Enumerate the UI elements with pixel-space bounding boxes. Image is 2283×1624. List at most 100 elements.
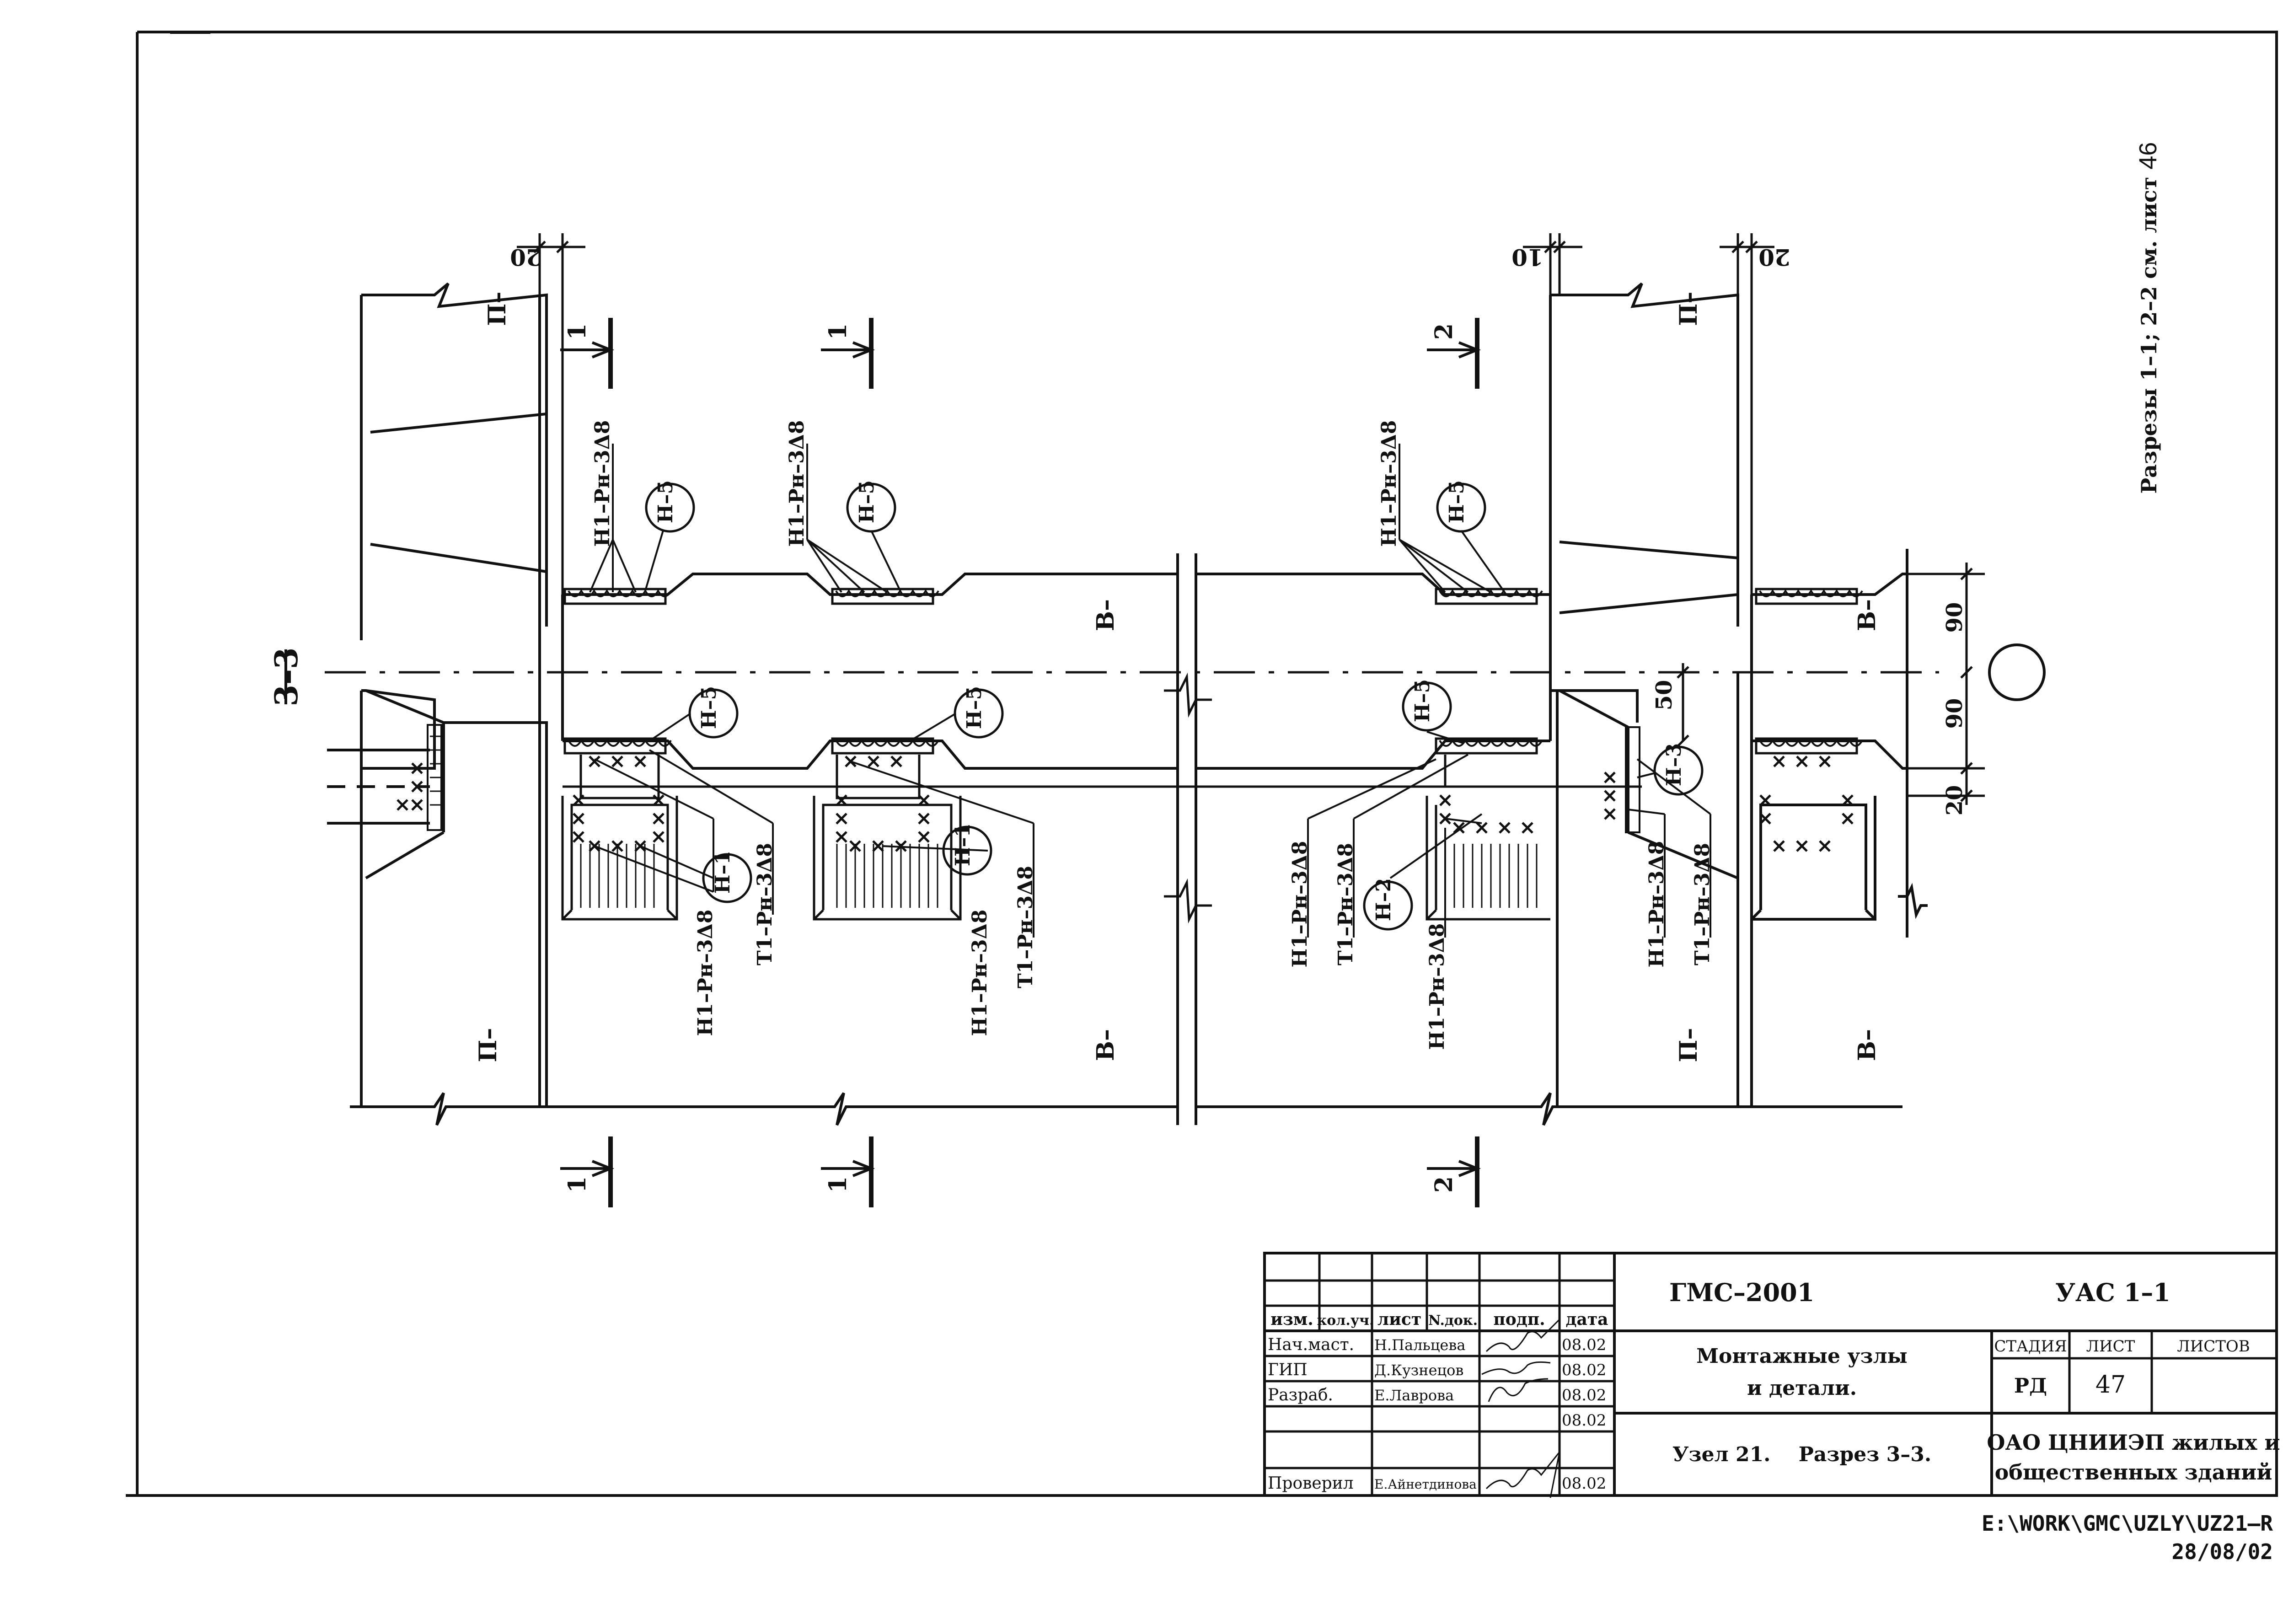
svg-text:Н–5: Н–5 xyxy=(1411,679,1434,722)
svg-text:П–: П– xyxy=(1675,1028,1703,1062)
title-block-main: ГМС–2001 УАС 1–1 Монтажные узлы и детали… xyxy=(1669,1278,2280,1485)
dim-90-upper: 90 xyxy=(1942,602,1967,633)
svg-text:Н1–Рн–3Δ8: Н1–Рн–3Δ8 xyxy=(1426,923,1449,1050)
part-bubbles: Н–5 Н–5 Н–5 Н–5 Н–5 Н–5 Н–1 Н–1 Н–2 Н–3 xyxy=(645,480,1704,931)
svg-text:Н–5: Н–5 xyxy=(1445,480,1468,523)
svg-text:П–: П– xyxy=(1675,291,1703,326)
stage-header: СТАДИЯ xyxy=(1994,1337,2067,1356)
svg-text:2: 2 xyxy=(1430,1176,1458,1193)
cut-arrow-1-bottom-mid: 1 xyxy=(821,1136,871,1207)
sheets-header: ЛИСТОВ xyxy=(2177,1337,2250,1356)
cut-arrow-1-bottom-left: 1 xyxy=(560,1136,611,1207)
side-note-text: Разрезы 1–1; 2–2 см. лист 46 xyxy=(2134,142,2162,494)
org-line-2: общественных зданий xyxy=(1995,1460,2272,1485)
svg-text:Н–1: Н–1 xyxy=(951,823,975,866)
section-title: 3–3 xyxy=(268,648,305,707)
svg-text:1: 1 xyxy=(824,1176,852,1193)
signatures xyxy=(1481,1318,1560,1498)
dim-20-top-right: 20 xyxy=(1758,244,1790,271)
svg-text:Н1–Рн–3Δ8: Н1–Рн–3Δ8 xyxy=(591,420,614,547)
project-code: ГМС–2001 xyxy=(1669,1278,1814,1307)
drawing-subtitle: Узел 21. Разрез 3–3. xyxy=(1672,1443,1931,1466)
svg-text:08.02: 08.02 xyxy=(1562,1411,1606,1430)
sheet-frame xyxy=(126,31,2278,1497)
zone-labels: П– П– В– В– П– П– В– В– xyxy=(474,291,1881,1062)
leader-lines xyxy=(589,444,1711,938)
svg-text:Н–2: Н–2 xyxy=(1372,878,1395,921)
dim-10-top: 10 xyxy=(1511,244,1543,271)
stage-value: РД xyxy=(2014,1374,2047,1398)
svg-text:1: 1 xyxy=(824,323,852,340)
sheet-value: 47 xyxy=(2095,1371,2126,1399)
svg-text:подп.: подп. xyxy=(1493,1310,1545,1329)
svg-text:кол.уч.: кол.уч. xyxy=(1317,1313,1374,1329)
svg-text:Н1–Рн–3Δ8: Н1–Рн–3Δ8 xyxy=(968,910,991,1036)
svg-text:Е.Лаврова: Е.Лаврова xyxy=(1374,1387,1454,1404)
svg-text:В–: В– xyxy=(1092,1029,1120,1061)
svg-text:П–: П– xyxy=(474,1028,502,1062)
left-column xyxy=(327,282,548,1107)
svg-text:Т1–Рн–3Δ8: Т1–Рн–3Δ8 xyxy=(1014,866,1037,988)
svg-text:1: 1 xyxy=(563,1176,591,1193)
org-line-1: ОАО ЦНИИЭП жилых и xyxy=(1987,1430,2280,1455)
lower-plate-left xyxy=(561,796,678,921)
svg-text:2: 2 xyxy=(1430,323,1458,340)
svg-text:Н–5: Н–5 xyxy=(855,480,879,523)
svg-text:1: 1 xyxy=(563,323,591,340)
svg-text:N.док.: N.док. xyxy=(1428,1313,1478,1329)
dimension-top-left xyxy=(517,233,585,595)
file-date: 28/08/02 xyxy=(2171,1539,2273,1564)
title-block-rows: Нач.маст. Н.Пальцева 08.02 ГИП Д.Кузнецо… xyxy=(1268,1335,1606,1493)
svg-text:В–: В– xyxy=(1092,599,1120,631)
title-line-2: и детали. xyxy=(1747,1377,1857,1400)
lower-plate-mid xyxy=(813,796,962,921)
svg-text:Н–3: Н–3 xyxy=(1662,743,1686,786)
cut-arrow-2-bottom: 2 xyxy=(1427,1136,1477,1207)
svg-text:Н1–Рн–3Δ8: Н1–Рн–3Δ8 xyxy=(1377,420,1401,547)
dim-50: 50 xyxy=(1651,680,1677,711)
cut-arrow-1-top-left: 1 xyxy=(560,318,611,389)
dim-20-lower: 20 xyxy=(1942,785,1967,816)
doc-code: УАС 1–1 xyxy=(2055,1278,2170,1307)
svg-text:Е.Айнетдинова: Е.Айнетдинова xyxy=(1374,1477,1477,1492)
svg-text:П–: П– xyxy=(483,291,511,326)
svg-text:Н–5: Н–5 xyxy=(654,480,677,523)
sheet-header: ЛИСТ xyxy=(2086,1337,2135,1356)
svg-text:Т1–Рн–3Δ8: Т1–Рн–3Δ8 xyxy=(1334,843,1357,965)
svg-text:ГИП: ГИП xyxy=(1268,1361,1308,1379)
svg-text:дата: дата xyxy=(1566,1310,1608,1329)
side-note: Разрезы 1–1; 2–2 см. лист 46 xyxy=(2134,142,2162,494)
svg-text:Н.Пальцева: Н.Пальцева xyxy=(1374,1336,1465,1354)
svg-text:08.02: 08.02 xyxy=(1562,1474,1606,1493)
title-block-headers: изм. кол.уч. лист N.док. подп. дата xyxy=(1270,1310,1608,1329)
dimension-right-chain xyxy=(1674,563,1985,805)
dimension-top-right xyxy=(1523,233,1774,595)
svg-text:Д.Кузнецов: Д.Кузнецов xyxy=(1374,1361,1463,1379)
svg-text:Т1–Рн–3Δ8: Т1–Рн–3Δ8 xyxy=(753,843,777,965)
file-info: E:\WORK\GMC\UZLY\UZ21–R 28/08/02 xyxy=(1982,1509,2273,1566)
dim-20-top-left: 20 xyxy=(510,244,542,271)
svg-text:Н1–Рн–3Δ8: Н1–Рн–3Δ8 xyxy=(1288,841,1312,968)
svg-text:В–: В– xyxy=(1853,599,1881,631)
svg-text:Проверил: Проверил xyxy=(1268,1474,1354,1493)
file-path: E:\WORK\GMC\UZLY\UZ21–R xyxy=(1982,1511,2273,1536)
cut-arrow-1-top-mid: 1 xyxy=(821,318,871,389)
svg-text:Т1–Рн–3Δ8: Т1–Рн–3Δ8 xyxy=(1691,843,1714,965)
axis-bubble xyxy=(1988,643,2046,701)
svg-text:08.02: 08.02 xyxy=(1562,1361,1606,1379)
svg-text:08.02: 08.02 xyxy=(1562,1336,1606,1354)
title-line-1: Монтажные узлы xyxy=(1696,1345,1907,1368)
title-block xyxy=(1263,1252,2278,1497)
weld-x-marks xyxy=(573,756,1533,851)
right-stub xyxy=(1750,549,1928,1107)
dim-90-lower: 90 xyxy=(1942,698,1967,729)
right-column xyxy=(1549,282,1739,1107)
main-beam xyxy=(561,553,1642,1125)
cut-arrow-2-top: 2 xyxy=(1427,318,1477,389)
lower-plate-right xyxy=(1426,796,1550,921)
svg-text:Н–5: Н–5 xyxy=(697,686,721,729)
weld-notes: Н1–Рн–3Δ8 Н1–Рн–3Δ8 Н1–Рн–3Δ8 Т1–Рн–3Δ8 … xyxy=(591,420,1714,1050)
svg-text:Разраб.: Разраб. xyxy=(1268,1386,1333,1404)
svg-text:Н–1: Н–1 xyxy=(711,851,734,894)
